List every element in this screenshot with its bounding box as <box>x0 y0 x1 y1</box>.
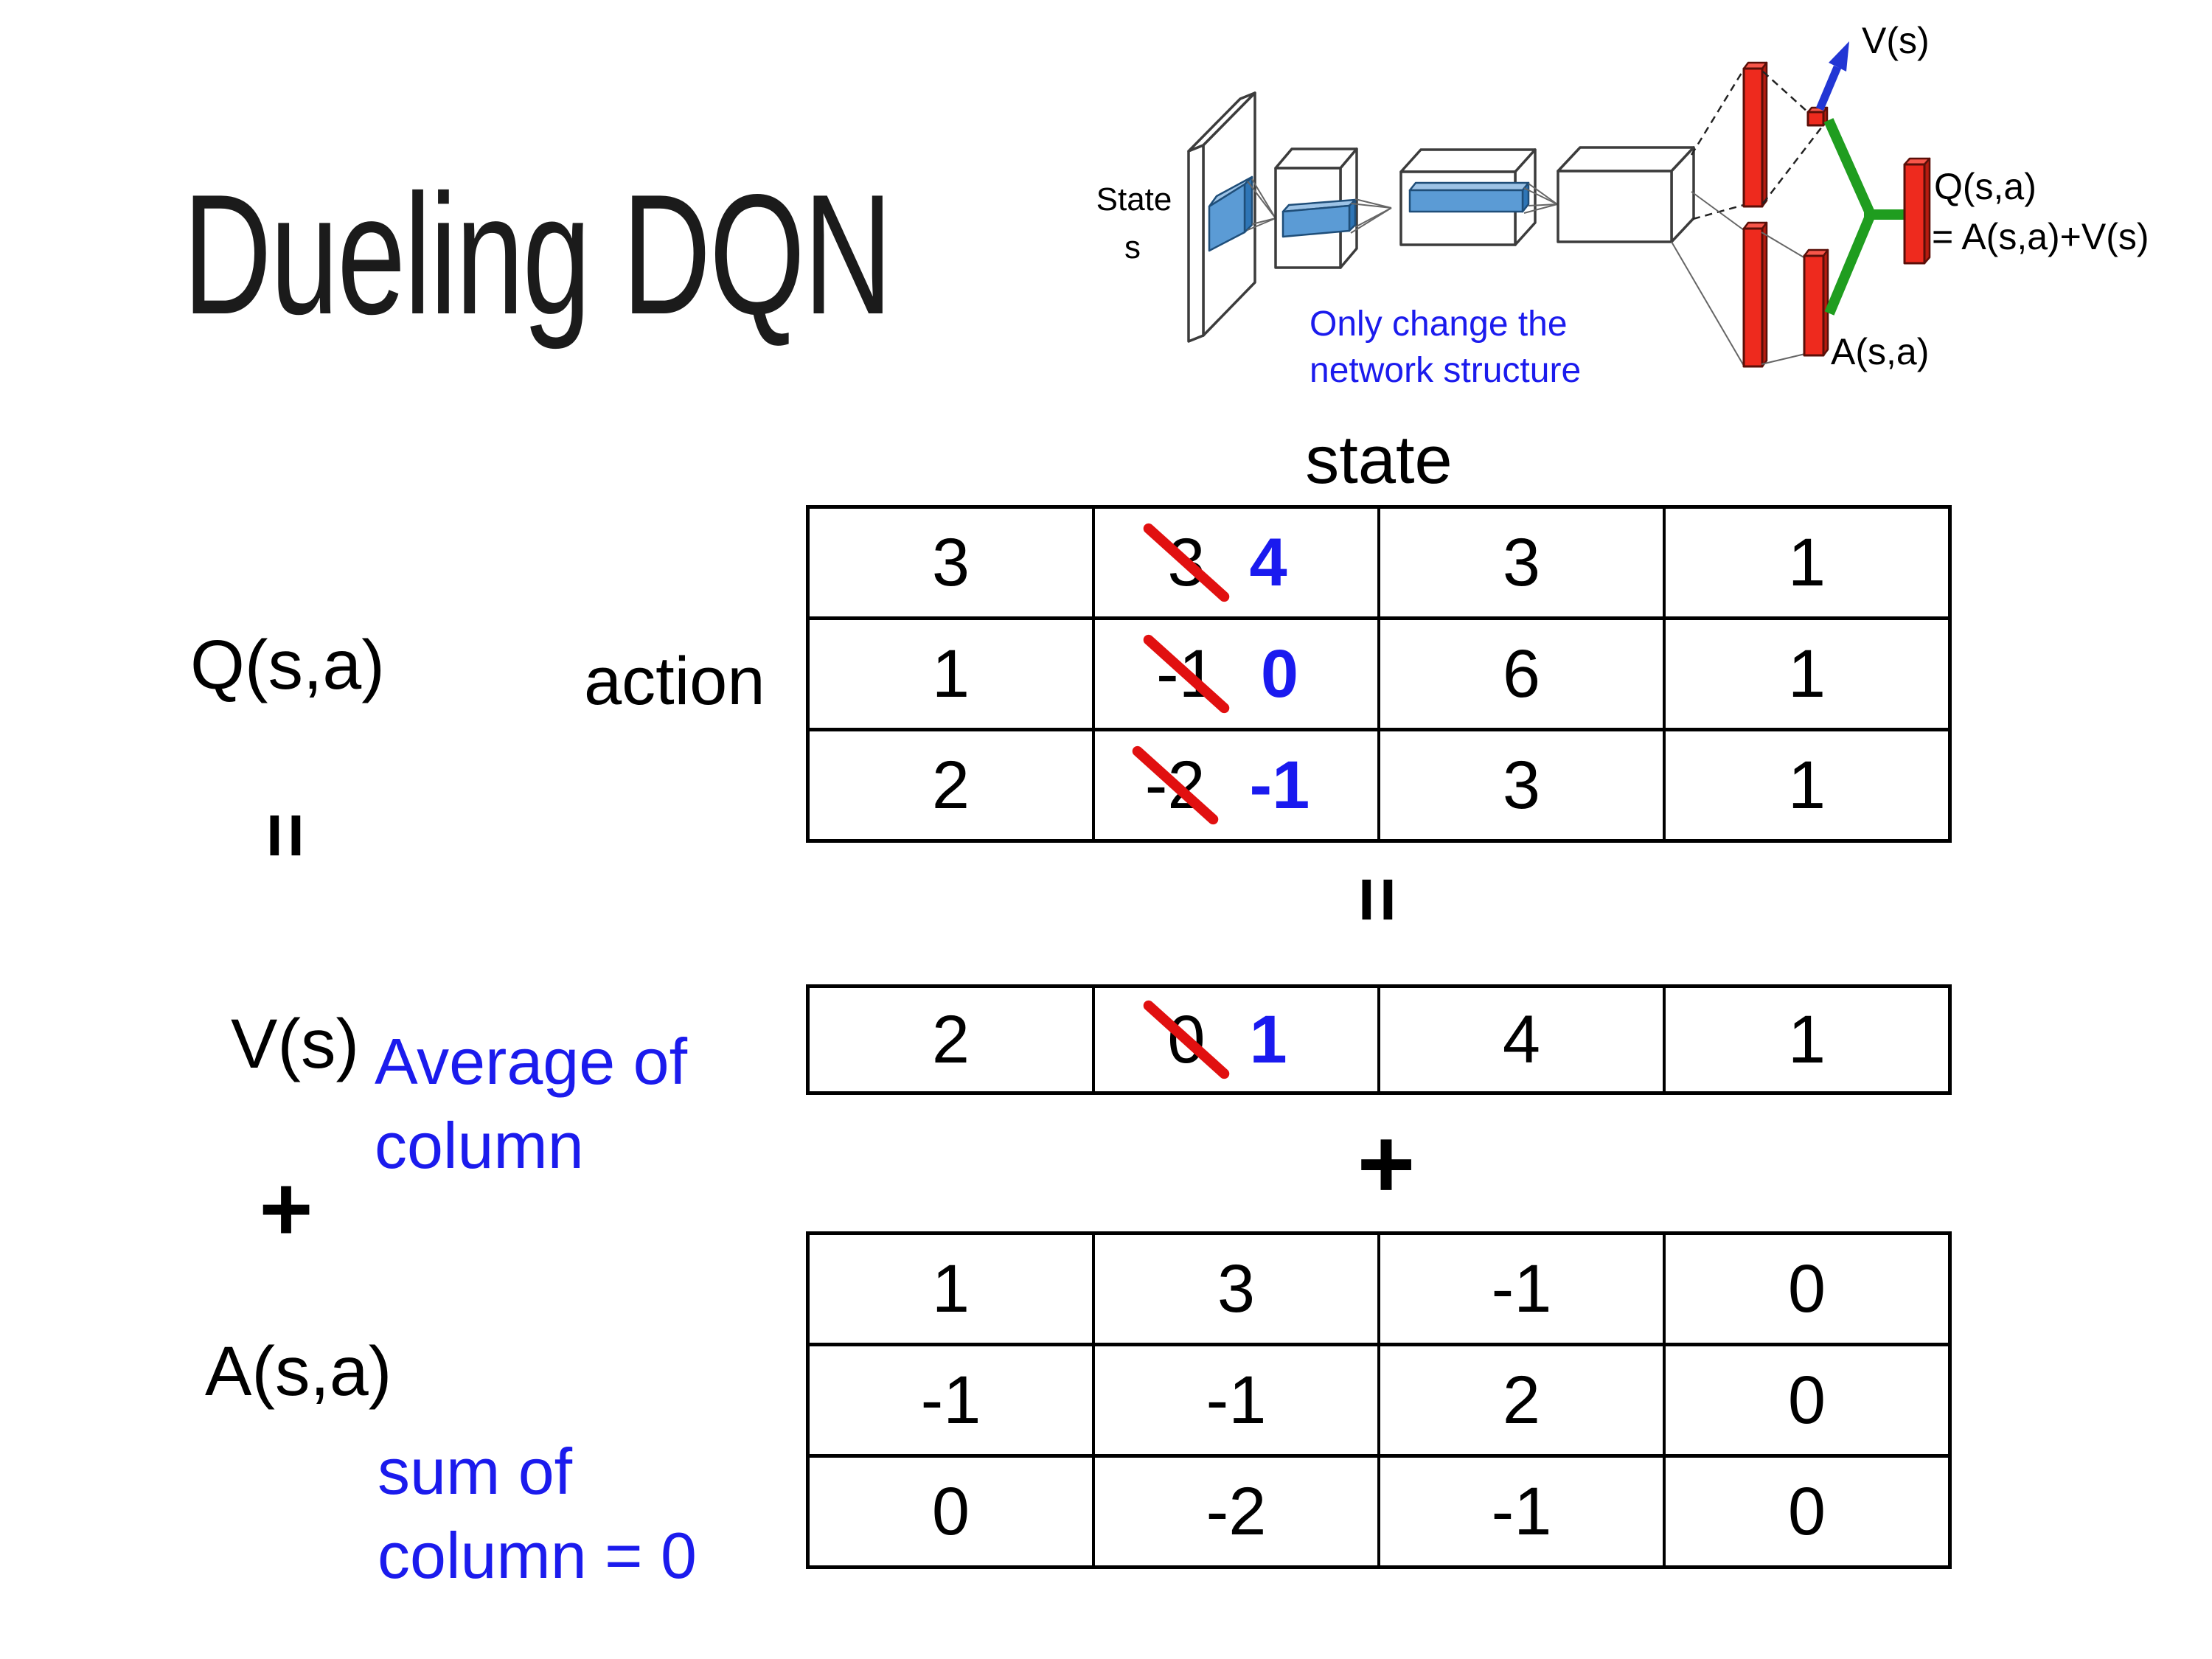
sum-note-line2: column = 0 <box>378 1519 697 1592</box>
cell-value: 1 <box>1787 524 1826 600</box>
struck-value: -2 <box>1130 743 1220 827</box>
cell-value: -1 <box>1206 1362 1267 1438</box>
diagram-state-label: State <box>1096 181 1172 218</box>
conv-filter-3 <box>1408 181 1530 213</box>
cell-value: 2 <box>931 747 970 823</box>
cell-value: -1 <box>1491 1251 1552 1326</box>
equals-sign-left: = <box>242 812 331 859</box>
cell-value: 2 <box>1502 1362 1541 1438</box>
table-cell: 1 <box>810 616 1092 728</box>
table-cell: 2 <box>810 988 1092 1091</box>
cell-value: 3 <box>1502 747 1541 823</box>
table-cell: 2 <box>810 728 1092 839</box>
table-cell: -2 <box>1092 1454 1377 1565</box>
action-axis-label: action <box>584 644 765 719</box>
table-cell: 0 <box>810 1454 1092 1565</box>
cell-value: 4 <box>1502 1001 1541 1077</box>
struck-value: 3 <box>1141 521 1232 605</box>
table-cell: 3 <box>810 509 1092 616</box>
q-output-bar <box>1903 157 1931 265</box>
table-cell-struck: -1 0 <box>1092 616 1377 728</box>
table-cell: -1 <box>1377 1235 1663 1343</box>
replacement-value: -1 <box>1249 747 1310 823</box>
cell-value: 1 <box>931 636 970 712</box>
conv-filter-2 <box>1281 198 1357 238</box>
diagram-v-label: V(s) <box>1862 20 1930 61</box>
table-cell: 0 <box>1663 1235 1948 1343</box>
table-cell-struck: 01 <box>1092 988 1377 1091</box>
q-function-label: Q(s,a) <box>190 626 385 704</box>
q-table: 3 34 3 1 1 -10 6 1 2 -2-1 3 1 <box>806 505 1952 843</box>
a-output-bar <box>1803 248 1829 357</box>
table-cell: 1 <box>1663 509 1948 616</box>
diagram-q-formula: = A(s,a)+V(s) <box>1932 216 2149 257</box>
cell-value: 0 <box>931 1473 970 1549</box>
a-function-label: A(s,a) <box>205 1332 392 1411</box>
cell-value: 1 <box>1787 636 1826 712</box>
state-axis-label: state <box>1305 422 1453 498</box>
table-cell: -1 <box>1377 1454 1663 1565</box>
table-cell: 2 <box>1377 1343 1663 1454</box>
cell-value: 3 <box>1502 524 1541 600</box>
cell-value: -1 <box>920 1362 981 1438</box>
table-cell: 1 <box>1663 616 1948 728</box>
plus-sign-center: + <box>1357 1107 1416 1220</box>
sum-note-line1: sum of <box>378 1435 573 1508</box>
replacement-value: 0 <box>1260 636 1298 712</box>
dueling-network-diagram: State s V(s) A(s,a) Q(s,a) = A(s,a)+V(s)… <box>1096 20 2149 390</box>
table-cell: 3 <box>1377 509 1663 616</box>
cell-value: 3 <box>931 524 970 600</box>
table-cell: 0 <box>1663 1343 1948 1454</box>
cell-value: 6 <box>1502 636 1541 712</box>
struck-value: 0 <box>1141 998 1232 1082</box>
table-cell: 6 <box>1377 616 1663 728</box>
replacement-value: 1 <box>1249 1001 1287 1077</box>
diagram-state-s: s <box>1124 229 1141 265</box>
value-stream-bar <box>1742 61 1768 208</box>
diagram-note-line2: network structure <box>1310 351 1581 390</box>
equals-sign-center: = <box>1334 876 1423 923</box>
table-cell: 1 <box>1663 728 1948 839</box>
table-cell: 3 <box>1092 1235 1377 1343</box>
cell-value: -1 <box>1491 1473 1552 1549</box>
table-cell-struck: -2 -1 <box>1092 728 1377 839</box>
replacement-value: 4 <box>1249 524 1287 600</box>
advantage-stream-bar <box>1742 221 1768 368</box>
table-cell: 0 <box>1663 1454 1948 1565</box>
a-table: 1 3 -1 0 -1 -1 2 0 0 -2 -1 0 <box>806 1231 1952 1569</box>
average-note-line1: Average of <box>375 1025 688 1098</box>
struck-value: -1 <box>1141 632 1232 716</box>
cell-value: 3 <box>1217 1251 1256 1326</box>
page-title: Dueling DQN <box>183 159 892 350</box>
cell-value: 1 <box>1787 747 1826 823</box>
cell-value: 0 <box>1787 1251 1826 1326</box>
table-cell-struck: 34 <box>1092 509 1377 616</box>
cell-value: 0 <box>1787 1362 1826 1438</box>
combine-junction <box>1823 118 1906 316</box>
v-arrow <box>1815 41 1849 111</box>
table-cell: 1 <box>1663 988 1948 1091</box>
cell-value: 1 <box>1787 1001 1826 1077</box>
v-function-label: V(s) <box>231 1005 360 1083</box>
cell-value: 2 <box>931 1001 970 1077</box>
table-cell: 4 <box>1377 988 1663 1091</box>
table-cell: 3 <box>1377 728 1663 839</box>
table-cell: -1 <box>810 1343 1092 1454</box>
average-note-line2: column <box>375 1109 584 1182</box>
diagram-q-label: Q(s,a) <box>1934 166 2037 207</box>
v-table: 2 01 4 1 <box>806 984 1952 1095</box>
diagram-note-line1: Only change the <box>1310 305 1568 344</box>
v-scalar-node <box>1806 106 1829 127</box>
cell-value: -2 <box>1206 1473 1267 1549</box>
table-cell: -1 <box>1092 1343 1377 1454</box>
diagram-a-label: A(s,a) <box>1831 331 1929 372</box>
plus-sign-left: + <box>259 1158 313 1261</box>
table-cell: 1 <box>810 1235 1092 1343</box>
cell-value: 1 <box>931 1251 970 1326</box>
feature-cube-3 <box>1557 146 1695 243</box>
cell-value: 0 <box>1787 1473 1826 1549</box>
conv-filter-1 <box>1208 175 1253 252</box>
